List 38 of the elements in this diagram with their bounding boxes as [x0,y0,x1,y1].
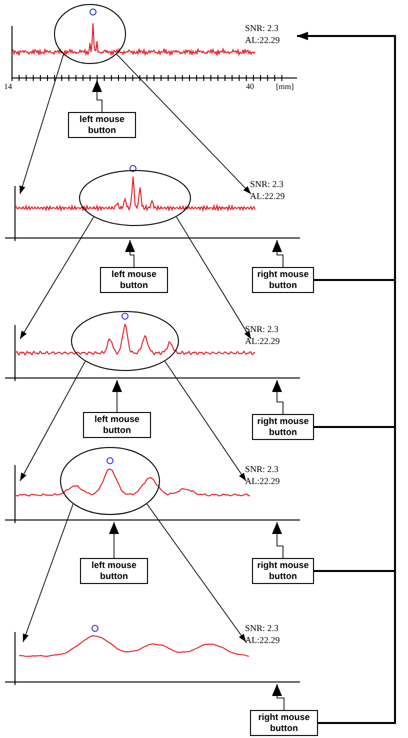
zoom-ellipse [60,447,160,515]
snr-readout: SNR: 2.3 AL:22.29 [250,178,286,202]
cursor-connector [92,80,102,112]
zoom-arrow [164,360,246,482]
mouse-button-box: left mouse button [100,267,168,293]
mouse-button-box: right mouse button [252,558,314,584]
cursor-connector [109,522,119,558]
zoom-ellipse [79,170,191,226]
snr-readout: SNR: 2.3 AL:22.29 [245,22,281,46]
mouse-button-box: right mouse button [252,267,314,293]
zoom-arrow [20,360,86,482]
mouse-button-box: right mouse button [250,710,318,736]
snr-readout: SNR: 2.3 AL:22.29 [245,323,281,347]
zoom-arrow [176,216,252,340]
mouse-button-box: right mouse button [252,414,314,440]
cursor-connector [272,380,284,414]
mouse-button-box: left mouse button [68,112,136,138]
zoom-arrow [146,504,246,642]
cursor-connector [112,380,122,412]
axis-tick-label: 14 [4,82,12,91]
plot-panel [5,445,300,525]
zoom-arrow [22,504,74,642]
snr-readout: SNR: 2.3 AL:22.29 [245,463,281,487]
axis-unit-label: [mm] [276,82,294,91]
zoom-arrow [20,54,64,194]
cursor-connector [125,240,135,268]
zoom-arrow [20,216,94,340]
feedback-arrow [297,32,396,724]
cursor-connector [272,522,284,558]
snr-readout: SNR: 2.3 AL:22.29 [245,622,281,646]
mouse-button-box: left mouse button [80,558,148,584]
zoom-ellipse [71,311,179,371]
cursor-connector [272,684,284,710]
axis-tick-label: 40 [246,82,254,91]
mouse-button-box: left mouse button [83,412,151,438]
zoom-ellipse [54,4,126,64]
cursor-connector [272,240,284,268]
zoom-arrow [116,54,252,194]
